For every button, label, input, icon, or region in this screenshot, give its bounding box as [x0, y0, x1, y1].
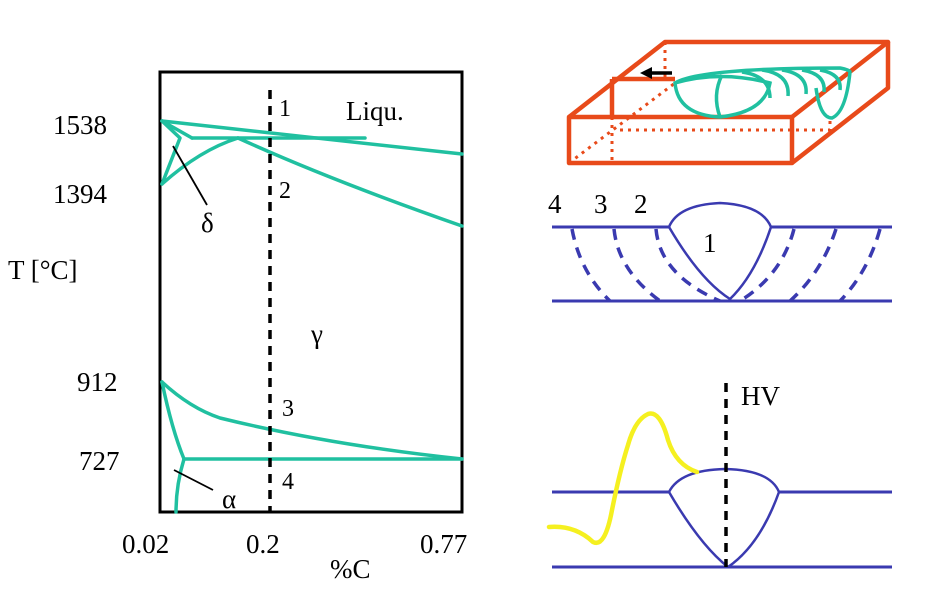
zone-4-boundary-right — [838, 228, 882, 303]
gamma-solidus-line — [236, 136, 464, 228]
fusion-zone-outline — [667, 201, 773, 301]
x-tick-0-2: 0.2 — [246, 529, 280, 559]
hardness-profile-diagram: HV — [546, 381, 892, 569]
plate-hidden-edge-3 — [620, 117, 832, 132]
haz-zone-cross-section: 4 3 2 1 — [548, 189, 892, 303]
y-tick-912: 912 — [77, 367, 118, 397]
alpha-boundary-upper — [160, 380, 186, 461]
alpha-boundary-lower — [174, 457, 186, 514]
hardness-label-hv: HV — [741, 381, 780, 411]
region-label-liquid: Liqu. — [346, 96, 404, 126]
y-axis-label: T [°C] — [8, 255, 78, 285]
phase-boundaries — [160, 119, 464, 514]
weld-pool — [673, 74, 772, 119]
zone-3-boundary-left — [612, 228, 662, 303]
delta-gamma-boundary — [160, 136, 240, 186]
zone-label-4: 4 — [548, 189, 562, 219]
zone-label-3: 3 — [594, 189, 608, 219]
weld-ripple-1 — [741, 70, 772, 99]
alpha-leader-line — [173, 469, 214, 491]
plate-hidden-edge-2 — [568, 81, 676, 165]
hardness-weld-outline — [667, 467, 781, 569]
x-tick-0-77: 0.77 — [420, 529, 467, 559]
zone-2-boundary-left — [654, 228, 721, 303]
y-tick-1394: 1394 — [53, 179, 108, 209]
weld-plate-3d — [566, 39, 891, 166]
delta-leader-line — [172, 145, 208, 206]
plate-right-face — [790, 42, 891, 165]
weld-ripple-5 — [819, 68, 842, 91]
region-label-delta: δ — [201, 208, 214, 238]
weld-pool-inner — [714, 74, 724, 118]
point-label-3: 3 — [282, 396, 294, 422]
weld-end-crater — [814, 71, 852, 120]
zone-4-boundary-left — [570, 228, 612, 303]
diagram-frame — [158, 70, 464, 514]
a3-line — [160, 380, 464, 461]
zone-3-boundary-right — [788, 228, 838, 303]
x-tick-0-02: 0.02 — [122, 529, 169, 559]
delta-solidus-line — [160, 119, 182, 186]
fe-c-phase-diagram: 1538 1394 912 727 T [°C] 0.02 0.2 0.77 %… — [8, 70, 467, 584]
weld-bead-top — [674, 66, 852, 85]
region-label-alpha: α — [222, 484, 236, 514]
region-label-gamma: γ — [310, 319, 323, 349]
welding-direction-arrow-icon — [640, 67, 672, 79]
zone-label-2: 2 — [634, 189, 648, 219]
plate-front-face — [566, 114, 795, 166]
weld-ripple-3 — [781, 68, 808, 95]
point-label-2: 2 — [279, 178, 291, 204]
weld-zone-label-1: 1 — [703, 228, 717, 258]
y-tick-727: 727 — [79, 446, 120, 476]
weld-bead — [673, 66, 852, 120]
zone-2-boundary-right — [739, 228, 796, 303]
point-label-4: 4 — [282, 469, 294, 495]
point-label-1: 1 — [279, 96, 291, 122]
hardness-curve — [546, 411, 700, 546]
weld-ripple-4 — [801, 68, 826, 93]
x-axis-label: %C — [330, 554, 371, 584]
y-tick-1538: 1538 — [53, 110, 107, 140]
